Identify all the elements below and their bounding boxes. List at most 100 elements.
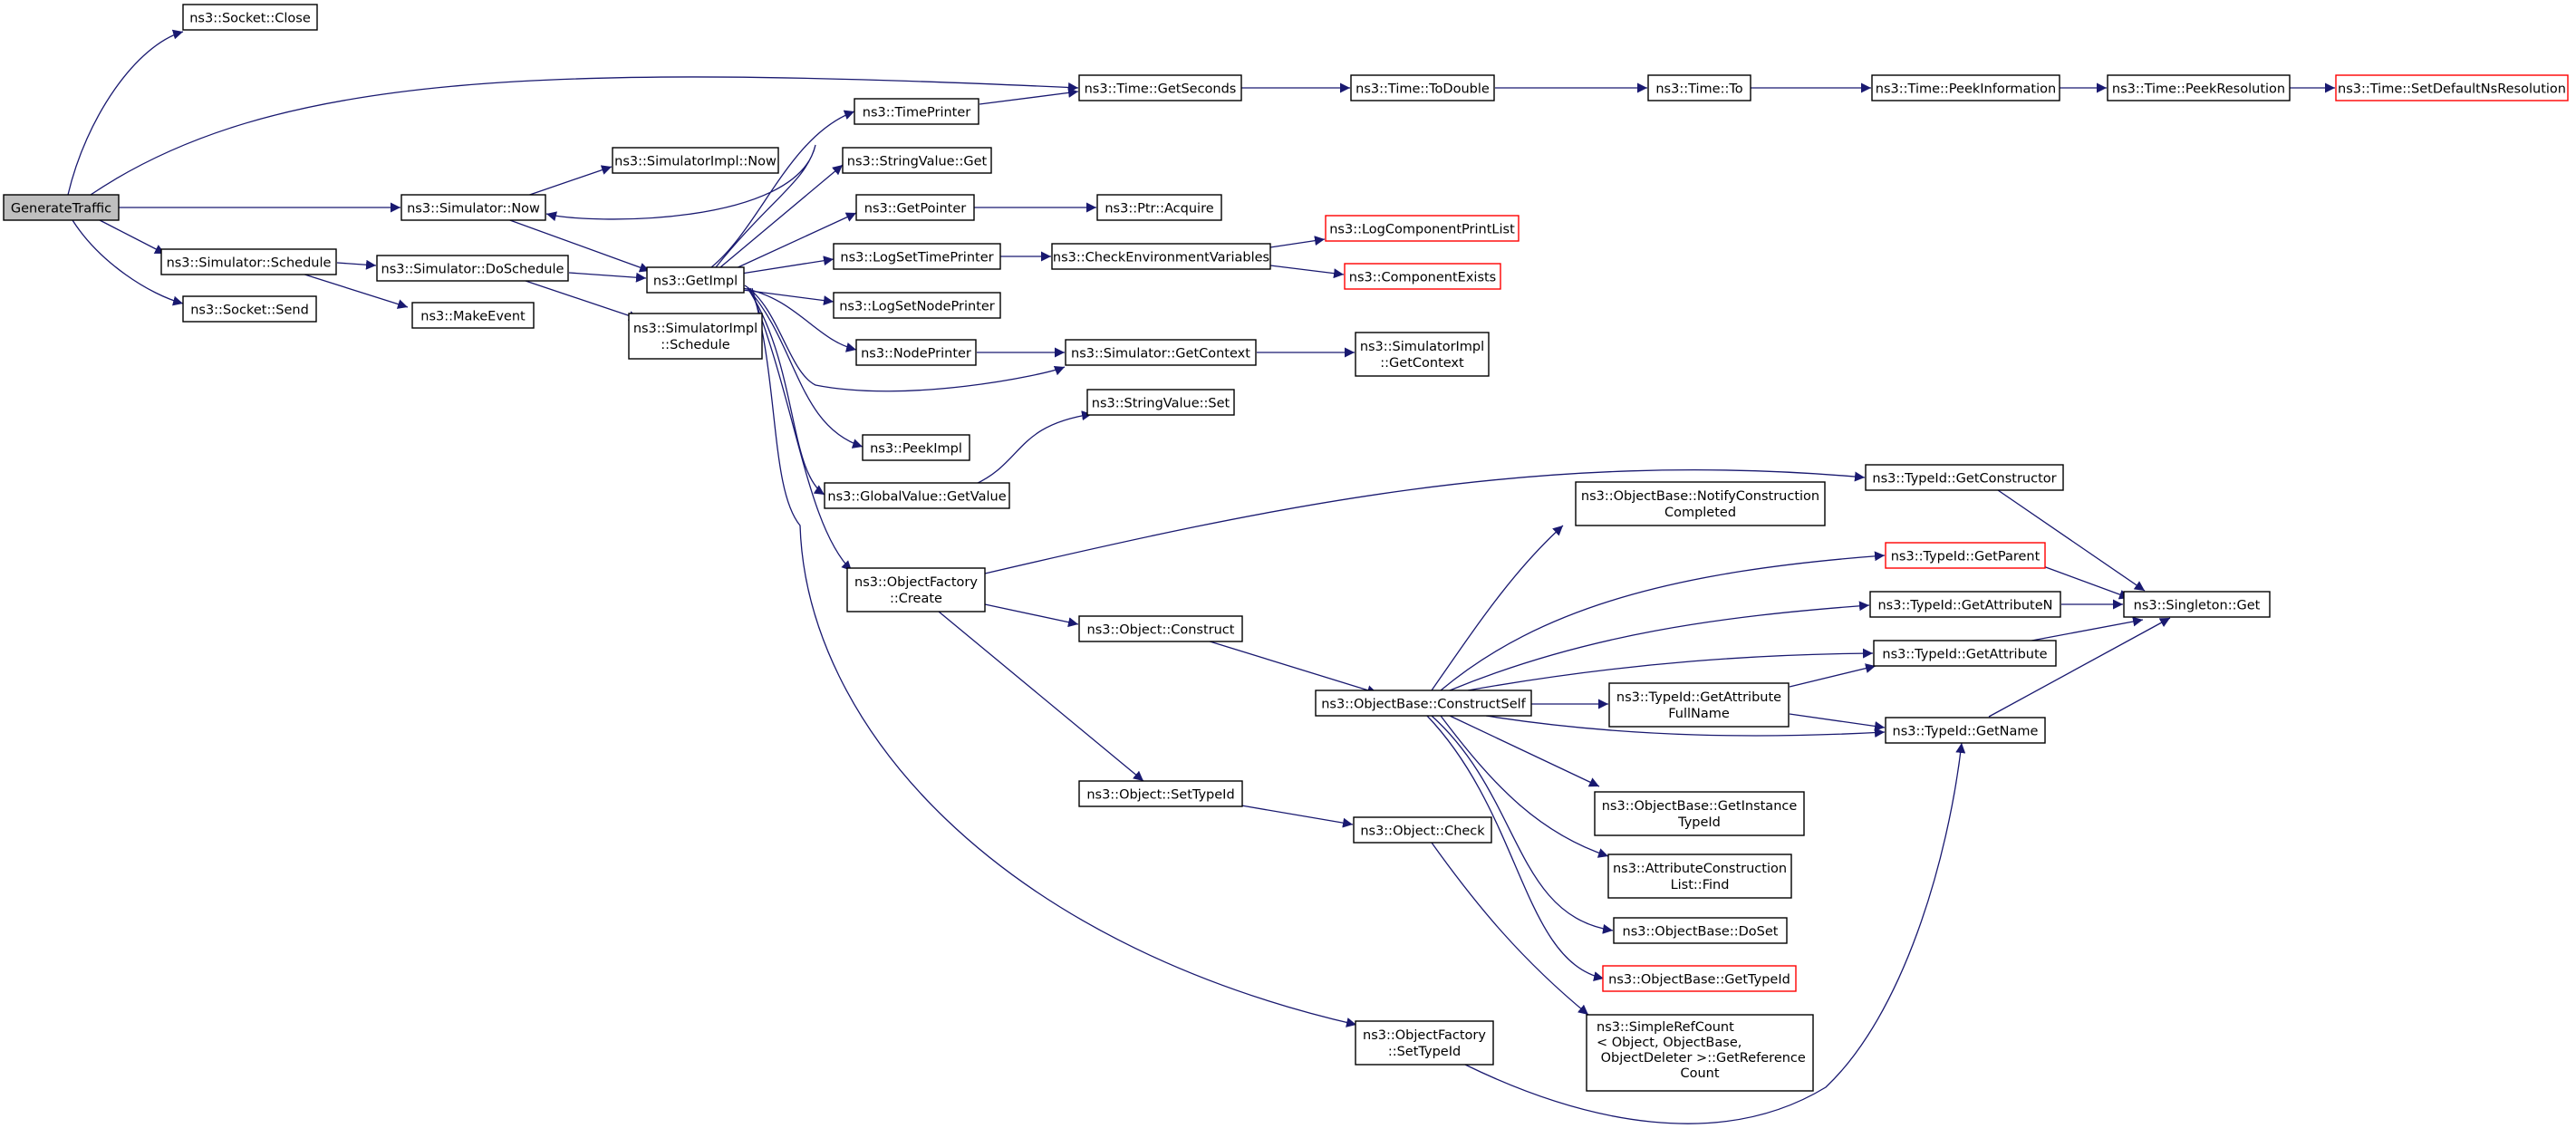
node-getName[interactable]: ns3::TypeId::GetName xyxy=(1885,717,2046,744)
node-globalGetValue[interactable]: ns3::GlobalValue::GetValue xyxy=(824,482,1010,509)
svg-text:ns3::LogComponentPrintList: ns3::LogComponentPrintList xyxy=(1329,223,1515,237)
node-peekRes[interactable]: ns3::Time::PeekResolution xyxy=(2107,74,2291,101)
node-compExists[interactable]: ns3::ComponentExists xyxy=(1344,263,1501,290)
svg-text:ns3::Time::PeekInformation: ns3::Time::PeekInformation xyxy=(1876,82,2056,97)
node-objCheck[interactable]: ns3::Object::Check xyxy=(1353,816,1492,844)
node-simImplSchedule[interactable]: ns3::SimulatorImpl::Schedule xyxy=(628,313,763,360)
node-peekImpl[interactable]: ns3::PeekImpl xyxy=(862,434,970,461)
node-nodePrinter[interactable]: ns3::NodePrinter xyxy=(855,339,977,366)
svg-text:ns3::Time::PeekResolution: ns3::Time::PeekResolution xyxy=(2112,82,2285,97)
svg-text:ns3::Simulator::Now: ns3::Simulator::Now xyxy=(407,202,540,217)
edge-generate-simSchedule xyxy=(99,219,166,255)
svg-text:ns3::SimulatorImpl::Now: ns3::SimulatorImpl::Now xyxy=(614,155,777,169)
node-singletonGet[interactable]: ns3::Singleton::Get xyxy=(2123,591,2271,618)
node-objBaseGetTypeId[interactable]: ns3::ObjectBase::GetTypeId xyxy=(1602,965,1797,992)
node-ptrAcquire[interactable]: ns3::Ptr::Acquire xyxy=(1096,194,1222,221)
node-simpleRefCount[interactable]: ns3::SimpleRefCount< Object, ObjectBase,… xyxy=(1586,1014,1814,1092)
node-getPointer[interactable]: ns3::GetPointer xyxy=(855,194,975,221)
svg-text:ns3::Socket::Close: ns3::Socket::Close xyxy=(189,12,311,26)
svg-text:ns3::PeekImpl: ns3::PeekImpl xyxy=(870,442,962,457)
svg-text:ns3::StringValue::Set: ns3::StringValue::Set xyxy=(1092,397,1230,411)
node-getAttribute[interactable]: ns3::TypeId::GetAttribute xyxy=(1873,640,2057,667)
node-objSetTypeId[interactable]: ns3::Object::SetTypeId xyxy=(1078,780,1243,807)
svg-text:ns3::Time::GetSeconds: ns3::Time::GetSeconds xyxy=(1085,82,1237,97)
node-logSetNode[interactable]: ns3::LogSetNodePrinter xyxy=(833,292,1001,319)
edge-constructSelf-objBaseGetTypeId xyxy=(1426,715,1605,981)
node-objFactCreate[interactable]: ns3::ObjectFactory::Create xyxy=(846,567,986,612)
edge-getImpl-peekImpl xyxy=(747,287,863,448)
edges xyxy=(67,29,2335,1124)
edge-getImpl-nodePrinter xyxy=(742,287,857,352)
node-objConstruct[interactable]: ns3::Object::Construct xyxy=(1078,615,1243,642)
node-getAttributeN[interactable]: ns3::TypeId::GetAttributeN xyxy=(1869,591,2061,618)
node-timePrinter[interactable]: ns3::TimePrinter xyxy=(854,98,979,125)
node-getImpl[interactable]: ns3::GetImpl xyxy=(646,266,745,294)
svg-text:ns3::MakeEvent: ns3::MakeEvent xyxy=(420,310,526,324)
svg-text:GenerateTraffic: GenerateTraffic xyxy=(11,202,111,217)
node-strValGet[interactable]: ns3::StringValue::Get xyxy=(842,147,992,174)
svg-text:ns3::Simulator::DoSchedule: ns3::Simulator::DoSchedule xyxy=(381,263,564,277)
node-strValSet[interactable]: ns3::StringValue::Set xyxy=(1086,389,1235,416)
edge-doSchedule-getImpl xyxy=(568,272,647,283)
edge-doSchedule-simImplSchedule xyxy=(525,280,640,321)
node-simNow[interactable]: ns3::Simulator::Now xyxy=(400,194,546,221)
svg-text:ns3::Ptr::Acquire: ns3::Ptr::Acquire xyxy=(1105,202,1213,217)
edge-objFactCreate-objSetTypeId xyxy=(938,611,1144,782)
edge-objFactCreate-objConstruct xyxy=(984,603,1079,628)
svg-text:ns3::ComponentExists: ns3::ComponentExists xyxy=(1349,271,1497,285)
node-peekInfo[interactable]: ns3::Time::PeekInformation xyxy=(1871,74,2060,101)
svg-text:ns3::Time::ToDouble: ns3::Time::ToDouble xyxy=(1356,82,1490,97)
node-timeGetSeconds[interactable]: ns3::Time::GetSeconds xyxy=(1078,74,1242,101)
edge-constructSelf-getAttributeN xyxy=(1449,601,1870,691)
edge-constructSelf-notifyConstruction xyxy=(1431,525,1564,691)
edge-simSchedule-doSchedule xyxy=(336,259,377,270)
svg-text:ns3::StringValue::Get: ns3::StringValue::Get xyxy=(847,155,988,169)
node-timeToDouble[interactable]: ns3::Time::ToDouble xyxy=(1350,74,1495,101)
node-sockClose[interactable]: ns3::Socket::Close xyxy=(182,4,318,31)
edge-getAttribute-singletonGet xyxy=(2026,616,2144,642)
node-simGetCtx[interactable]: ns3::Simulator::GetContext xyxy=(1065,339,1257,366)
edge-objConstruct-constructSelf xyxy=(1206,640,1378,696)
node-objBaseDoSet[interactable]: ns3::ObjectBase::DoSet xyxy=(1613,917,1788,944)
node-objFactSetTypeId[interactable]: ns3::ObjectFactory::SetTypeId xyxy=(1355,1020,1494,1066)
svg-text:ns3::ObjectBase::NotifyConstru: ns3::ObjectBase::NotifyConstructionCompl… xyxy=(1581,489,1819,520)
edge-getImpl-simGetCtx xyxy=(744,284,1066,392)
edge-getParent-singletonGet xyxy=(2042,565,2130,600)
edge-getAttrFullName-getName xyxy=(1789,713,1886,731)
node-simImplNow[interactable]: ns3::SimulatorImpl::Now xyxy=(612,147,779,174)
node-doSchedule[interactable]: ns3::Simulator::DoSchedule xyxy=(376,255,569,282)
svg-text:ns3::SimulatorImpl::GetContext: ns3::SimulatorImpl::GetContext xyxy=(1360,340,1484,371)
node-setDefRes[interactable]: ns3::Time::SetDefaultNsResolution xyxy=(2335,74,2569,101)
svg-text:ns3::SimulatorImpl::Schedule: ns3::SimulatorImpl::Schedule xyxy=(633,322,757,352)
node-logSetTime[interactable]: ns3::LogSetTimePrinter xyxy=(833,243,1001,270)
node-simSchedule[interactable]: ns3::Simulator::Schedule xyxy=(160,248,337,275)
node-makeEvent[interactable]: ns3::MakeEvent xyxy=(411,302,535,329)
node-getConstructor[interactable]: ns3::TypeId::GetConstructor xyxy=(1865,464,2064,491)
svg-text:ns3::TypeId::GetConstructor: ns3::TypeId::GetConstructor xyxy=(1872,472,2056,487)
node-sockSend[interactable]: ns3::Socket::Send xyxy=(182,295,317,323)
svg-text:ns3::Simulator::GetContext: ns3::Simulator::GetContext xyxy=(1071,347,1250,362)
node-simImplGetCtx[interactable]: ns3::SimulatorImpl::GetContext xyxy=(1355,332,1490,377)
node-getParent[interactable]: ns3::TypeId::GetParent xyxy=(1885,542,2046,569)
node-timeTo[interactable]: ns3::Time::To xyxy=(1647,74,1751,101)
edge-constructSelf-objBaseDoSet xyxy=(1431,715,1614,934)
svg-text:ns3::SimpleRefCount< Object, O: ns3::SimpleRefCount< Object, ObjectBase,… xyxy=(1597,1020,1806,1081)
svg-text:ns3::Socket::Send: ns3::Socket::Send xyxy=(190,304,309,318)
node-checkEnv[interactable]: ns3::CheckEnvironmentVariables xyxy=(1051,243,1271,270)
edge-getImpl-strValGet xyxy=(719,164,844,268)
node-logCompPrint[interactable]: ns3::LogComponentPrintList xyxy=(1325,215,1520,242)
svg-text:ns3::TypeId::GetName: ns3::TypeId::GetName xyxy=(1893,725,2039,739)
svg-text:ns3::Time::SetDefaultNsResolut: ns3::Time::SetDefaultNsResolution xyxy=(2338,82,2566,97)
edge-objCheck-simpleRefCount xyxy=(1431,842,1589,1016)
node-constructSelf[interactable]: ns3::ObjectBase::ConstructSelf xyxy=(1315,690,1532,717)
node-generate[interactable]: GenerateTraffic xyxy=(3,194,120,221)
svg-text:ns3::Simulator::Schedule: ns3::Simulator::Schedule xyxy=(167,256,332,271)
edge-getAttrFullName-getAttribute xyxy=(1789,663,1877,688)
svg-text:ns3::ObjectBase::DoSet: ns3::ObjectBase::DoSet xyxy=(1623,925,1779,940)
